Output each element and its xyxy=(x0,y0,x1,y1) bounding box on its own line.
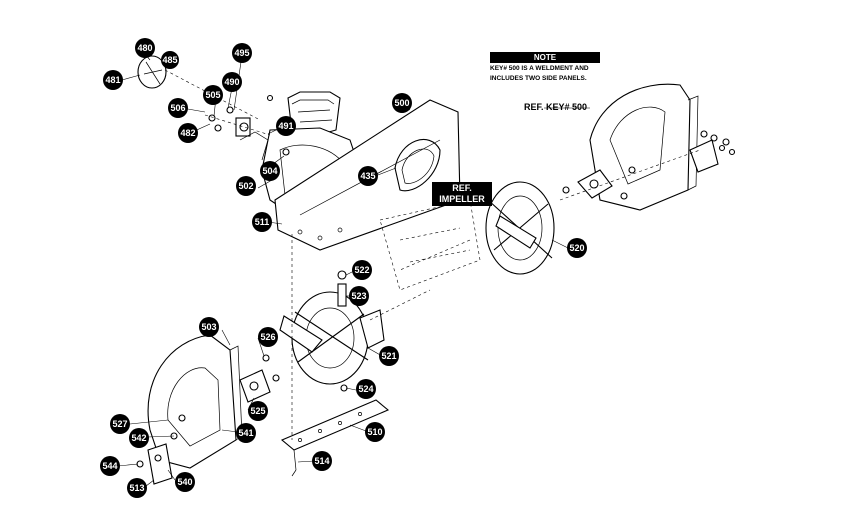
ref-key-label: REF. KEY# 500 xyxy=(524,102,588,112)
svg-text:502: 502 xyxy=(238,181,253,191)
callout-527: 527 xyxy=(110,414,130,434)
right-auger xyxy=(399,181,555,275)
svg-text:522: 522 xyxy=(354,265,369,275)
note-text-line1: KEY# 500 IS A WELDMENT AND xyxy=(490,65,589,72)
svg-text:500: 500 xyxy=(394,98,409,108)
svg-text:480: 480 xyxy=(137,43,152,53)
ref-impeller-label: REF. IMPELLER xyxy=(432,182,492,206)
svg-text:495: 495 xyxy=(234,48,249,58)
svg-text:490: 490 xyxy=(224,77,239,87)
svg-text:544: 544 xyxy=(102,461,117,471)
impeller-reference xyxy=(379,199,481,291)
left-side-panel xyxy=(136,334,280,485)
callout-500: 500 xyxy=(392,93,412,113)
svg-text:521: 521 xyxy=(381,351,396,361)
callout-544: 544 xyxy=(100,456,120,476)
ref-impeller-line2: IMPELLER xyxy=(439,194,485,204)
callout-495: 495 xyxy=(232,43,252,63)
callout-523: 523 xyxy=(349,286,369,306)
callout-485: 485 xyxy=(161,51,179,69)
callout-480: 480 xyxy=(135,38,155,58)
callout-435: 435 xyxy=(358,166,378,186)
callout-481: 481 xyxy=(103,70,123,90)
callout-510: 510 xyxy=(365,422,385,442)
callout-522: 522 xyxy=(352,260,372,280)
svg-text:525: 525 xyxy=(250,406,265,416)
callout-482: 482 xyxy=(178,123,198,143)
shave-plate xyxy=(280,234,390,477)
svg-text:505: 505 xyxy=(205,90,220,100)
svg-text:542: 542 xyxy=(131,433,146,443)
ref-impeller-line1: REF. xyxy=(452,183,472,193)
callout-520: 520 xyxy=(567,238,587,258)
svg-text:506: 506 xyxy=(170,103,185,113)
callout-524: 524 xyxy=(356,379,376,399)
callout-506: 506 xyxy=(168,98,188,118)
callout-542: 542 xyxy=(129,428,149,448)
callout-513: 513 xyxy=(127,478,147,498)
callout-540: 540 xyxy=(175,472,195,492)
svg-text:520: 520 xyxy=(569,243,584,253)
callout-490: 490 xyxy=(222,72,242,92)
svg-text:541: 541 xyxy=(238,428,253,438)
svg-text:435: 435 xyxy=(360,171,375,181)
svg-text:481: 481 xyxy=(105,75,120,85)
note-title: NOTE xyxy=(490,52,600,63)
svg-text:540: 540 xyxy=(177,477,192,487)
svg-text:514: 514 xyxy=(314,456,329,466)
svg-text:482: 482 xyxy=(180,128,195,138)
callout-505: 505 xyxy=(203,85,223,105)
note-box: NOTE KEY# 500 IS A WELDMENT AND INCLUDES… xyxy=(490,52,600,83)
callout-526: 526 xyxy=(258,327,278,347)
svg-text:523: 523 xyxy=(351,291,366,301)
callout-502: 502 xyxy=(236,176,256,196)
svg-text:524: 524 xyxy=(358,384,373,394)
svg-text:511: 511 xyxy=(255,217,270,227)
svg-text:526: 526 xyxy=(260,332,275,342)
svg-text:510: 510 xyxy=(367,427,382,437)
svg-text:504: 504 xyxy=(262,166,277,176)
svg-text:485: 485 xyxy=(162,55,177,65)
note-text-line2: INCLUDES TWO SIDE PANELS. xyxy=(490,75,587,82)
auger-housing xyxy=(137,55,461,251)
left-auger xyxy=(279,270,431,392)
svg-text:491: 491 xyxy=(278,121,293,131)
callout-514: 514 xyxy=(312,451,332,471)
callout-541: 541 xyxy=(236,423,256,443)
svg-text:503: 503 xyxy=(201,322,216,332)
svg-text:527: 527 xyxy=(112,419,127,429)
callout-511: 511 xyxy=(252,212,272,232)
callout-525: 525 xyxy=(248,401,268,421)
callout-491: 491 xyxy=(276,116,296,136)
right-side-panel xyxy=(559,83,736,211)
svg-text:513: 513 xyxy=(129,483,144,493)
callout-504: 504 xyxy=(260,161,280,181)
callout-503: 503 xyxy=(199,317,219,337)
callout-521: 521 xyxy=(379,346,399,366)
